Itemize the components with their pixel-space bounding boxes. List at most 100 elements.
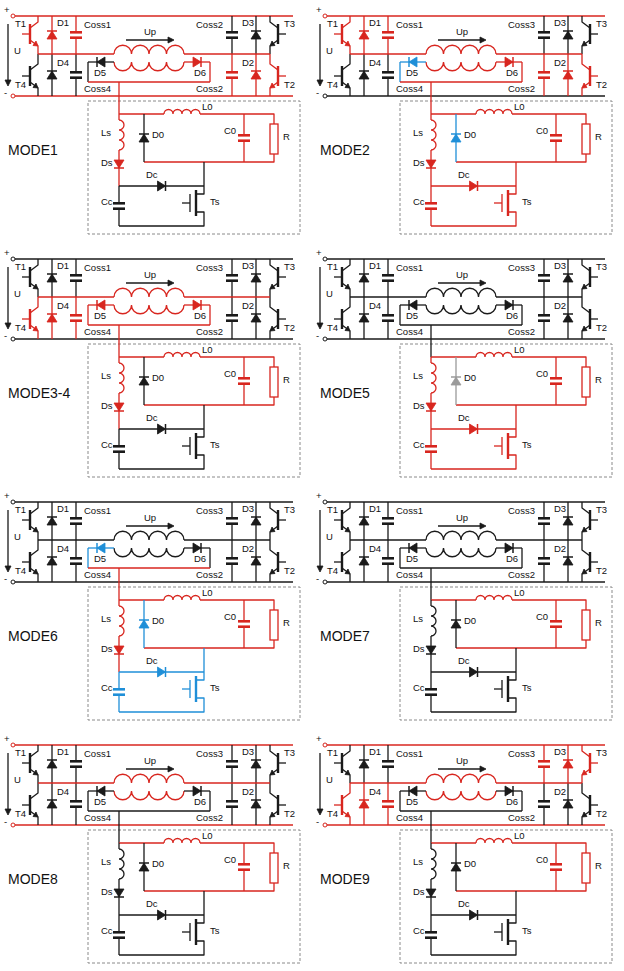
- rectifier-wire: [400, 810, 522, 811]
- diode-symbol: [47, 31, 57, 39]
- transistor-collector: [342, 502, 350, 514]
- component-label: T1: [15, 505, 26, 515]
- component-label: Ts: [210, 440, 220, 450]
- wire: [555, 870, 556, 891]
- transistor-arrow: [270, 284, 275, 289]
- component-label: Coss2: [508, 570, 535, 580]
- capacitor-plate: [113, 688, 125, 691]
- capacitor-plate: [238, 863, 250, 866]
- component-label: Ts: [522, 197, 532, 207]
- transistor-emitter: [270, 283, 278, 297]
- component-label: D0: [464, 859, 476, 869]
- wire: [430, 672, 431, 689]
- wire: [231, 502, 232, 518]
- diode-symbol: [359, 517, 369, 525]
- capacitor-plate: [550, 377, 562, 380]
- wire: [118, 417, 119, 429]
- output-wire: [431, 356, 476, 357]
- negative-rail: [15, 338, 293, 339]
- component-label: U: [14, 289, 21, 299]
- mosfet-gate: [494, 202, 502, 203]
- diode-bar: [251, 799, 261, 801]
- component-label: U: [14, 532, 21, 542]
- transistor-arrow: [270, 812, 275, 817]
- transistor-emitter: [342, 40, 350, 54]
- component-label: Coss3: [508, 263, 535, 273]
- component-label: C0: [536, 855, 548, 865]
- transistor-collector: [582, 54, 590, 70]
- wire: [543, 54, 544, 72]
- diode-symbol: [139, 863, 149, 871]
- diode-symbol: [451, 863, 461, 871]
- transistor-arrow: [345, 770, 350, 775]
- capacitor-plate: [550, 863, 562, 866]
- wire: [431, 941, 516, 955]
- transistor-arrow: [33, 83, 38, 88]
- component-label: C0: [536, 612, 548, 622]
- diode-symbol: [97, 57, 105, 67]
- capacitor-plate: [113, 445, 125, 448]
- voltage-arrow: [126, 525, 170, 526]
- mode-label: MODE1: [8, 142, 58, 158]
- diode-symbol: [139, 134, 149, 142]
- inductor-coil: [476, 596, 512, 601]
- terminal: [11, 94, 15, 98]
- capacitor-plate: [382, 517, 394, 520]
- diode-symbol: [47, 557, 57, 565]
- voltage-arrow: [438, 39, 482, 40]
- diode-symbol: [158, 910, 166, 920]
- wire: [431, 455, 516, 469]
- component-label: Coss3: [508, 749, 535, 759]
- mode-panel: [5, 500, 300, 720]
- component-label: Coss2: [196, 327, 223, 337]
- component-label: D1: [57, 747, 69, 757]
- rectifier-wire: [400, 324, 522, 325]
- capacitor-plate: [226, 279, 238, 282]
- transistor-gate: [278, 762, 286, 763]
- transistor-arrow: [270, 527, 275, 532]
- capacitor-plate: [226, 760, 238, 763]
- wire: [387, 16, 388, 32]
- diode-bar: [47, 799, 57, 801]
- voltage-arrow: [438, 525, 482, 526]
- transistor-emitter: [270, 568, 278, 582]
- diode-bar: [359, 759, 369, 761]
- primary-wire: [38, 539, 114, 540]
- wire: [430, 938, 431, 955]
- transistor-gate: [22, 318, 30, 319]
- wire: [243, 843, 244, 864]
- diode-symbol: [426, 889, 436, 897]
- wire: [231, 564, 232, 582]
- transistor-collector: [582, 540, 590, 556]
- transistor-arrow: [270, 770, 275, 775]
- transistor-collector: [582, 502, 590, 514]
- resistor-symbol: [270, 853, 278, 883]
- component-label: Coss2: [508, 813, 535, 823]
- component-label: Ds: [413, 158, 425, 168]
- diode-bar: [359, 30, 369, 32]
- component-label: C0: [224, 612, 236, 622]
- wire: [231, 259, 232, 275]
- component-label: -: [316, 574, 319, 584]
- component-label: Dc: [146, 413, 158, 423]
- wire: [75, 321, 76, 339]
- wire: [430, 811, 431, 843]
- diode-bar: [563, 30, 573, 32]
- component-label: D4: [57, 544, 69, 554]
- component-label: L0: [202, 102, 213, 112]
- output-wire: [119, 356, 164, 357]
- wire: [399, 791, 400, 811]
- wire: [118, 174, 119, 186]
- wire: [387, 767, 388, 783]
- capacitor-plate: [425, 207, 437, 210]
- wire: [75, 564, 76, 582]
- component-label: D0: [152, 859, 164, 869]
- wire: [119, 941, 204, 955]
- output-wire: [144, 397, 274, 405]
- component-label: D4: [57, 58, 69, 68]
- component-label: T4: [327, 80, 338, 90]
- wire: [87, 791, 88, 811]
- wire: [243, 870, 244, 891]
- transistor-emitter: [30, 283, 38, 297]
- transistor-gate: [334, 33, 342, 34]
